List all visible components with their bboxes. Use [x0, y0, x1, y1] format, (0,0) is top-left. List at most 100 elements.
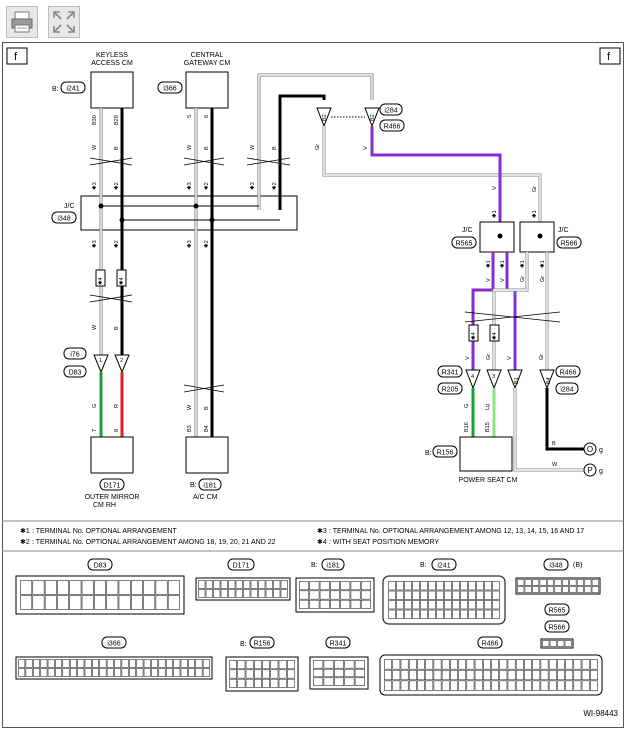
wire-w-5: W — [187, 404, 193, 410]
connector-cavity — [408, 680, 417, 691]
connector-cavity — [57, 580, 69, 595]
connector-cavity — [84, 659, 92, 668]
connector-cavity — [265, 589, 273, 598]
connector-cavity — [450, 680, 458, 691]
connector-cavity — [524, 669, 532, 681]
note1-mark: ✱1 — [20, 527, 30, 535]
connector-cavity — [549, 640, 557, 647]
view-d83: D83 — [94, 563, 107, 570]
ac-pin1: B3 — [187, 425, 193, 432]
connector-cavity — [404, 600, 412, 610]
view-i241-prefix: B: — [420, 562, 427, 569]
connector-cavity — [584, 586, 592, 593]
print-button[interactable] — [6, 6, 38, 38]
connector-cavity — [483, 669, 491, 681]
connector-cavity — [388, 581, 396, 591]
connector-cavity — [499, 659, 508, 670]
connector-cavity — [344, 677, 355, 686]
connector-cavity — [220, 589, 228, 598]
connector-cavity — [18, 668, 26, 677]
connector-cavity — [417, 659, 425, 670]
connector-cavity — [69, 580, 82, 595]
connector-cavity — [466, 659, 475, 670]
connector-cavity — [57, 595, 69, 610]
connector-cavity — [474, 659, 483, 670]
connector-cavity — [433, 669, 442, 681]
connector-cavity — [392, 659, 401, 670]
connector-cavity — [273, 589, 281, 598]
connector-cavity — [287, 669, 295, 679]
connector-cavity — [195, 659, 203, 668]
star1-a: ✱1 — [491, 210, 498, 218]
view-i181: i181 — [326, 563, 339, 570]
connector-cavity — [452, 590, 460, 600]
connector-cavity — [573, 659, 582, 670]
star3-b: ✱3 — [186, 182, 193, 190]
connector-cavity — [420, 600, 428, 610]
view-r341: R341 — [330, 641, 347, 648]
mirror-label-1: OUTER MIRROR — [85, 494, 140, 501]
connector-cavity — [458, 680, 467, 691]
connector-cavity — [396, 581, 404, 591]
connector-cavity — [237, 660, 246, 670]
wire-v-1: V — [363, 146, 369, 150]
connector-cavity — [237, 669, 246, 679]
connector-cavity — [539, 579, 547, 586]
connector-cavity — [280, 580, 288, 589]
connector-cavity — [404, 609, 412, 619]
connector-cavity — [32, 580, 45, 595]
star1-f: ✱1 — [539, 260, 546, 268]
wire-w-6: W — [552, 462, 558, 468]
connector-cavity — [205, 580, 213, 589]
connector-cavity — [474, 680, 483, 691]
expand-button[interactable] — [48, 6, 80, 38]
connector-cavity — [433, 659, 442, 670]
wire-b-2: B — [204, 146, 210, 150]
connector-cavity — [388, 609, 396, 619]
connector-cavity — [205, 589, 213, 598]
conn-r205: R205 — [442, 387, 459, 394]
ground-o: O — [587, 445, 593, 454]
view-i241: i241 — [437, 563, 450, 570]
connector-cavity — [436, 600, 444, 610]
connector-cavity — [334, 660, 344, 669]
connector-cavity — [106, 668, 114, 677]
connector-cavity — [539, 586, 547, 593]
connector-cavity — [270, 669, 279, 679]
connector-cavity — [561, 586, 569, 593]
connector-cavity — [524, 680, 532, 691]
connector-cavity — [444, 590, 452, 600]
view-i348-suffix: (B) — [573, 562, 582, 569]
connector-cavity — [143, 668, 151, 677]
view-r466: R466 — [482, 641, 499, 648]
wire-gr-5: Gr — [486, 354, 492, 360]
connector-cavity — [468, 590, 476, 600]
connector-cavity — [468, 600, 476, 610]
wire-r-1: R — [114, 404, 120, 408]
wire-gr-4: Gr — [540, 276, 546, 282]
connector-cavity — [258, 589, 266, 598]
connector-cavity — [340, 581, 351, 591]
connector-cavity — [420, 581, 428, 591]
connector-cavity — [565, 669, 574, 681]
connector-cavity — [532, 680, 541, 691]
keyless-label-1: KEYLESS — [96, 52, 128, 59]
connector-cavity — [581, 669, 590, 681]
star3-c: ✱3 — [249, 182, 256, 190]
view-i348: i348 — [549, 563, 562, 570]
connector-cavity — [129, 659, 136, 668]
connector-cavity — [32, 595, 45, 610]
star4-a: ✱4 — [97, 277, 104, 285]
connector-cavity — [198, 589, 206, 598]
note1: : TERMINAL No. OPTIONAL ARRANGEMENT — [32, 528, 178, 535]
connector-cavity — [340, 590, 351, 600]
connector-cavity — [400, 659, 409, 670]
connector-cavity — [55, 659, 63, 668]
connector-cavity — [532, 669, 541, 681]
conn-pin-4: 4 — [471, 374, 474, 380]
wire-b-3: B — [272, 146, 278, 150]
connector-cavity — [136, 659, 144, 668]
note3: : TERMINAL No. OPTIONAL ARRANGEMENT AMON… — [329, 528, 584, 535]
connector-cavity — [476, 600, 484, 610]
connector-cavity — [532, 586, 540, 593]
